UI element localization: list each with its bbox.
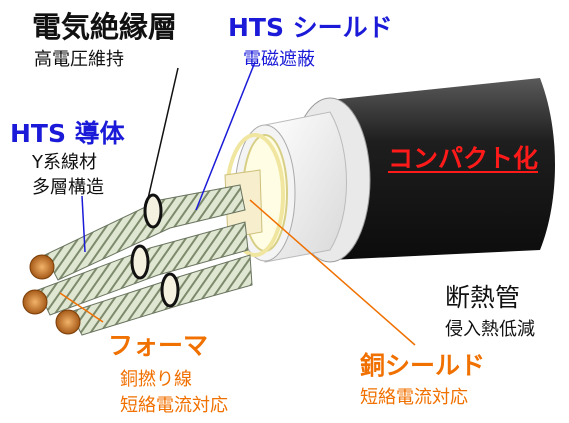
- hts-conductor-sub1: Y系線材: [32, 152, 97, 173]
- copper-shield-title: 銅シールド: [360, 351, 486, 380]
- copper-shield-sub: 短絡電流対応: [360, 387, 468, 408]
- former-title: フォーマ: [108, 331, 209, 360]
- cryostat-sub: 侵入熱低減: [445, 319, 535, 340]
- compact-label: コンパクト化: [388, 144, 539, 173]
- insulation-title: 電気絶縁層: [32, 10, 178, 44]
- hts-shield-title: HTS シールド: [228, 13, 393, 42]
- insulation-sub: 高電圧維持: [34, 49, 124, 70]
- hts-shield-sub: 電磁遮蔽: [243, 49, 315, 70]
- leader-lines: [59, 61, 416, 346]
- conductor-strands: [22, 184, 253, 336]
- hts-conductor-title: HTS 導体: [10, 119, 125, 148]
- cryostat-title: 断熱管: [445, 283, 521, 312]
- former-sub2: 短絡電流対応: [120, 395, 228, 416]
- former-sub1: 銅撚り線: [120, 369, 192, 390]
- hts-conductor-sub2: 多層構造: [32, 177, 104, 198]
